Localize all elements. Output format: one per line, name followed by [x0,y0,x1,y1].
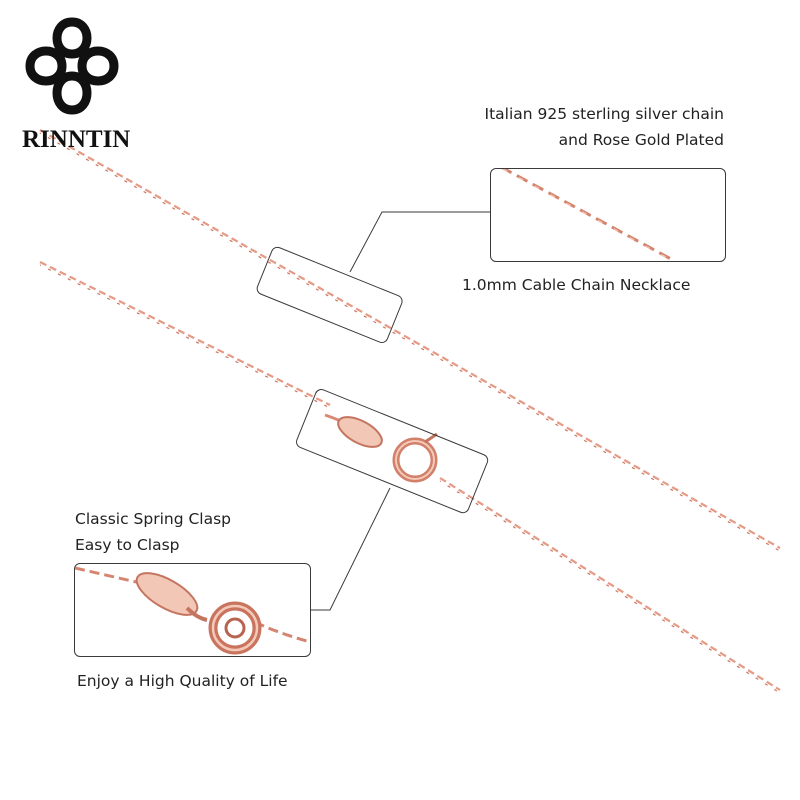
clasp-line-2: Easy to Clasp [75,536,180,554]
connector-clasp [310,487,391,611]
chain-type-caption: 1.0mm Cable Chain Necklace [462,276,691,294]
chain-lower [39,261,781,691]
main-clasp [324,413,438,483]
connector-chain [349,211,490,273]
material-caption: Italian 925 sterling silver chain and Ro… [400,101,724,153]
callout-frame-chain [256,246,403,344]
clasp-closeup-inset [74,563,311,657]
clasp-caption: Classic Spring Clasp Easy to Clasp [75,506,231,558]
material-line-2: and Rose Gold Plated [558,131,724,149]
callout-frame-clasp [296,389,489,514]
tagline: Enjoy a High Quality of Life [77,672,288,690]
chain-closeup-image [501,169,674,261]
material-line-1: Italian 925 sterling silver chain [484,105,724,123]
clasp-line-1: Classic Spring Clasp [75,510,232,528]
quatrefoil-knot-logo-icon [25,17,119,115]
brand-logo [22,14,122,118]
chain-closeup-inset [490,168,726,262]
clasp-closeup-image [75,566,310,655]
brand-name: RINNTIN [22,126,131,153]
chain-upper [39,129,781,549]
